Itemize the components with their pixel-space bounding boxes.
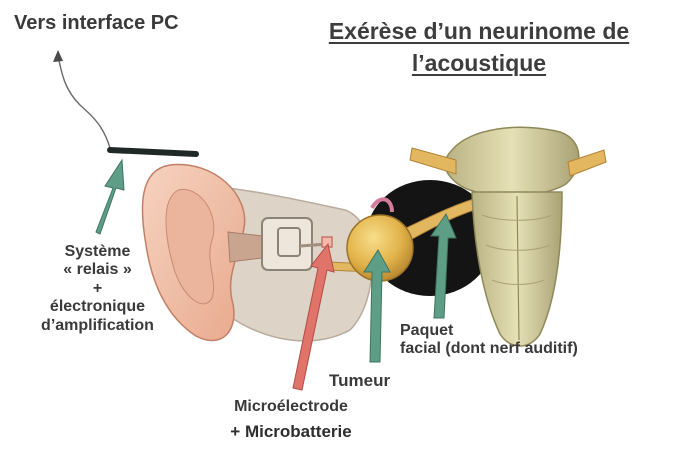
tumor-arrow [364, 250, 390, 362]
relay-label-line-2: « relais » [10, 261, 185, 279]
microelectrode-line: Microélectrode [206, 398, 376, 416]
facial-label-line-1: Paquet [400, 322, 578, 340]
relay-arrow [96, 160, 124, 234]
facial-label-line-2: facial (dont nerf auditif) [400, 340, 578, 358]
microelectrode-label: Microélectrode + Microbatterie [206, 398, 376, 442]
pc-cable-arrowhead [53, 50, 63, 62]
title-line-1: Exérèse d’un neurinome de [284, 18, 674, 44]
middle-ear-box [262, 218, 312, 270]
pc-interface-label: Vers interface PC [14, 12, 179, 35]
microbattery-line: + Microbatterie [206, 422, 376, 442]
facial-bundle-label: Paquet facial (dont nerf auditif) [400, 322, 578, 359]
tumor-label: Tumeur [329, 371, 390, 391]
brainstem-nerve-left [410, 148, 456, 174]
relay-label-line-4: d’amplification [10, 317, 185, 335]
brainstem-top [445, 127, 579, 196]
relay-system-label: Système « relais » + électronique d’ampl… [10, 243, 185, 335]
title-line-2: l’acoustique [284, 50, 674, 76]
page-title: Exérèse d’un neurinome de l’acoustique [284, 18, 674, 77]
relay-device-bar [110, 150, 196, 154]
relay-label-line-1: Système [10, 243, 185, 261]
relay-label-line-3: électronique [10, 298, 185, 316]
pc-cable [58, 56, 110, 148]
relay-label-plus: + [10, 280, 185, 298]
